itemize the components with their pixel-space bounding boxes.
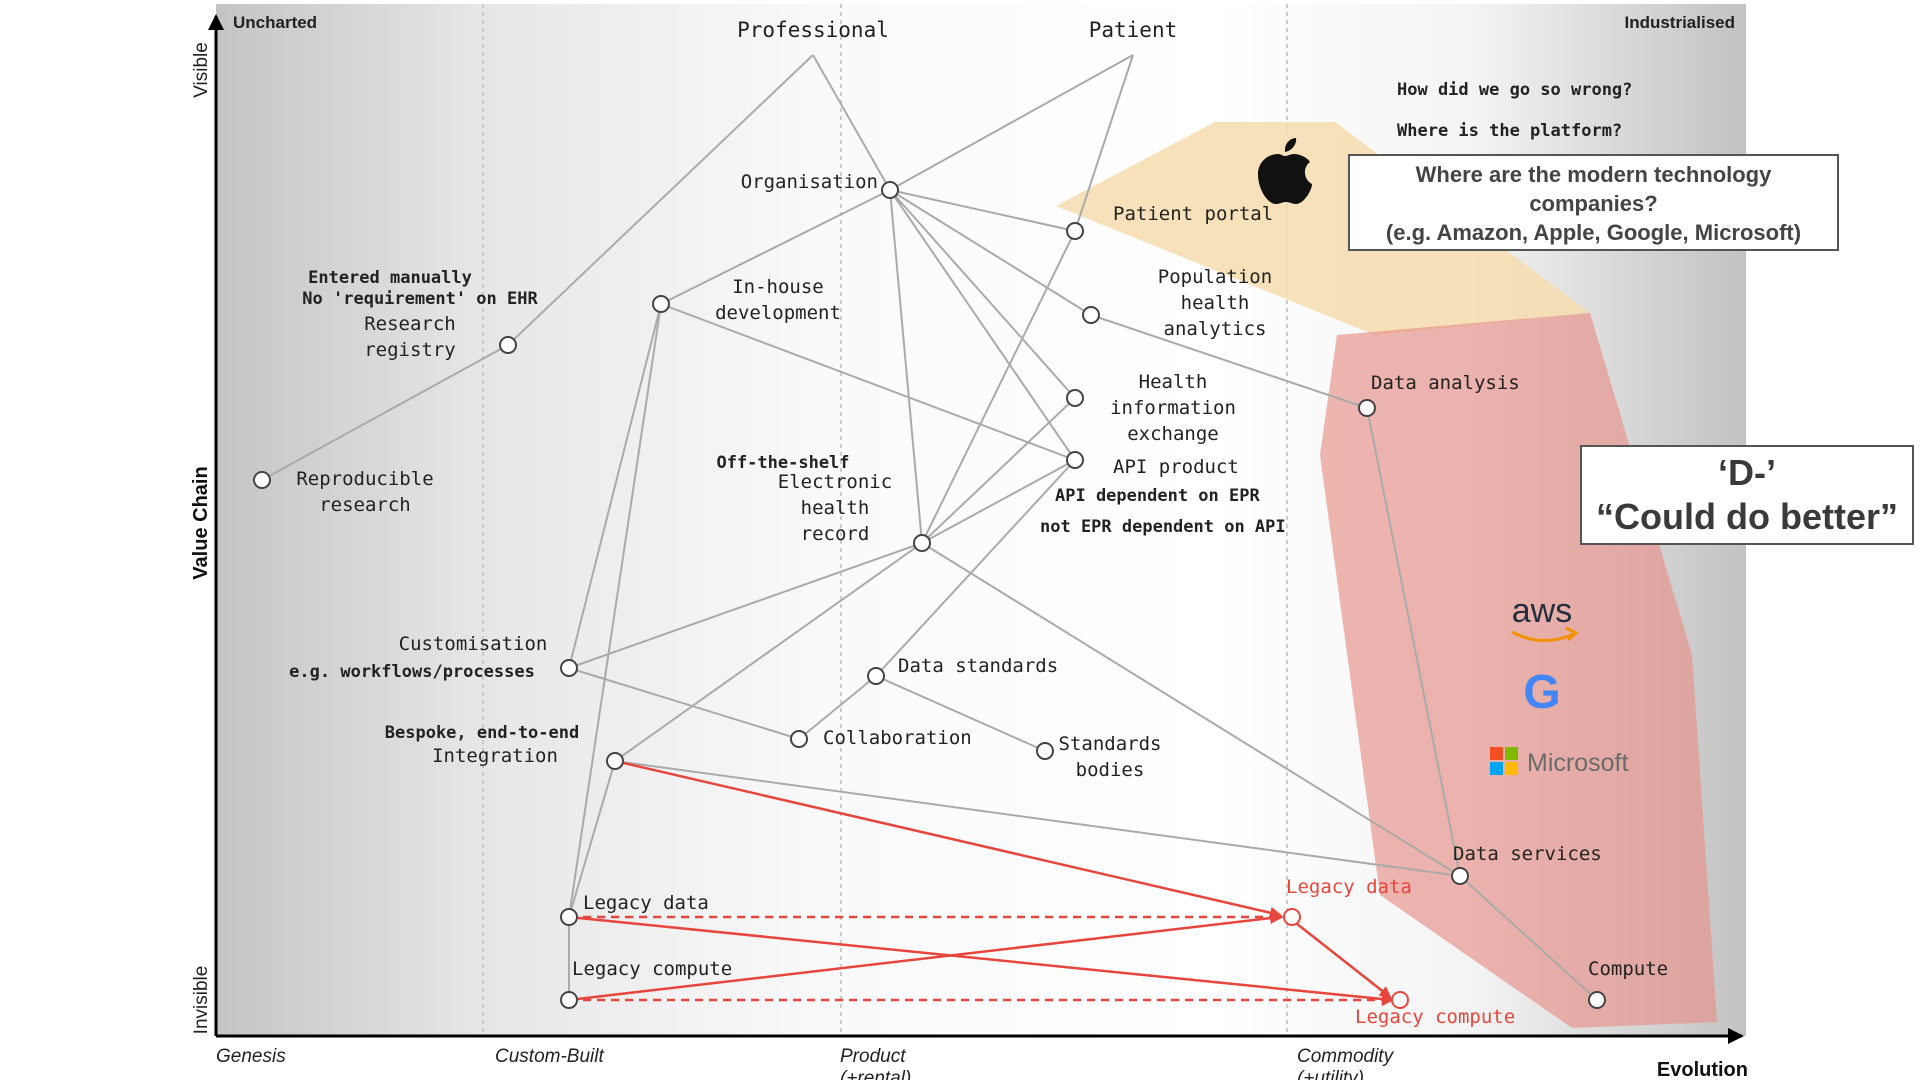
stage-product: Product [840,1046,906,1067]
label-data-analysis: Data analysis [1371,372,1520,394]
label-standards-bodies-2: bodies [1076,759,1145,781]
label-reproducible-1: Reproducible [296,468,433,490]
component-labels: Organisation Patient portal Population h… [289,171,1668,980]
x-axis-label: Evolution [1657,1059,1748,1080]
svg-text:Microsoft: Microsoft [1527,749,1628,777]
node-standards-bodies [1036,742,1054,760]
stage-product-sub: (+rental) [840,1068,911,1080]
label-research-registry-1: Research [364,313,456,335]
node-data-standards [867,667,885,685]
label-organisation: Organisation [741,171,878,193]
node-population-health [1082,306,1100,324]
label-research-note-1: Entered manually [308,268,472,288]
question-1: How did we go so wrong? [1397,80,1632,100]
node-legacy-data-moved [1283,908,1301,926]
component-nodes [253,181,1606,1009]
label-population-health-1: Population [1158,266,1272,288]
node-integration [606,752,624,770]
microsoft-logo: Microsoft [1490,747,1628,777]
label-ehr-2: health [801,497,870,519]
label-standards-bodies-1: Standards [1059,733,1162,755]
label-inhouse-2: development [715,302,841,324]
node-patient-portal [1066,222,1084,240]
label-legacy-compute-moved: Legacy compute [1355,1006,1515,1028]
grade-line-2: “Could do better” [1596,496,1898,537]
label-ehr-1: Electronic [778,471,892,493]
label-patient-portal: Patient portal [1113,203,1273,225]
callout-line-3: (e.g. Amazon, Apple, Google, Microsoft) [1385,220,1802,245]
callout-line-2: companies? [1529,191,1658,216]
moved-nodes [1283,908,1409,1009]
svg-text:aws: aws [1512,592,1572,630]
label-api-note-1: API dependent on EPR [1055,486,1260,506]
stage-genesis: Genesis [216,1046,286,1067]
node-research-registry [499,336,517,354]
node-customisation [560,659,578,677]
label-integration: Integration [432,745,558,767]
label-api-product: API product [1113,456,1239,478]
grade-line-1: ‘D-’ [1718,452,1776,493]
label-hie-2: information [1110,397,1236,419]
label-ehr-note: Off-the-shelf [716,453,849,473]
user-professional: Professional [737,18,889,42]
node-reproducible-research [253,471,271,489]
label-customisation: Customisation [399,633,548,655]
stage-labels: Genesis Custom-Built Product (+rental) C… [216,1046,1395,1085]
label-legacy-data-moved: Legacy data [1286,876,1412,898]
y-axis-top: Visible [191,42,212,98]
label-reproducible-2: research [319,494,411,516]
node-compute [1588,991,1606,1009]
stage-commodity: Commodity [1297,1046,1395,1067]
label-integration-note: Bespoke, end-to-end [385,723,579,743]
label-research-registry-2: registry [364,339,456,361]
node-legacy-compute-moved [1391,991,1409,1009]
node-api-product [1066,451,1084,469]
label-data-services: Data services [1453,843,1602,865]
y-axis-label: Value Chain [190,466,212,579]
grade-callout: ‘D-’ “Could do better” [1580,445,1914,545]
user-patient: Patient [1089,18,1178,42]
callout-line-1: Where are the modern technology [1415,162,1772,187]
apple-icon [1258,138,1312,204]
node-inhouse [652,295,670,313]
label-collaboration: Collaboration [823,727,972,749]
label-api-note-2: not EPR dependent on API [1040,517,1286,537]
label-hie-3: exchange [1127,423,1219,445]
modern-tech-callout: Where are the modern technology companie… [1348,154,1839,251]
label-population-health-2: health [1181,292,1250,314]
label-customisation-note: e.g. workflows/processes [289,662,535,682]
node-organisation [881,181,899,199]
dependency-links [261,54,1598,1001]
label-hie-1: Health [1139,371,1208,393]
svg-text:G: G [1523,666,1560,719]
evolution-arrows [568,759,1394,1006]
region-uncharted: Uncharted [233,13,317,32]
apple-zone [1056,122,1590,335]
questions: How did we go so wrong? Where is the pla… [1397,80,1632,141]
label-ehr-3: record [801,523,870,545]
node-data-analysis [1358,399,1376,417]
moved-labels: Legacy data Legacy compute [1286,876,1515,1028]
node-legacy-data [560,908,578,926]
label-data-standards: Data standards [898,655,1058,677]
y-axis-bottom: Invisible [191,966,212,1035]
stage-commodity-sub: (+utility) [1297,1068,1364,1080]
label-inhouse-1: In-house [732,276,824,298]
question-2: Where is the platform? [1397,121,1622,141]
node-data-services [1451,867,1469,885]
label-population-health-3: analytics [1164,318,1267,340]
label-compute: Compute [1588,958,1668,980]
label-legacy-compute: Legacy compute [572,958,732,980]
node-legacy-compute [560,991,578,1009]
google-logo: G [1523,666,1560,719]
label-legacy-data: Legacy data [583,892,709,914]
stage-custom-built: Custom-Built [495,1046,604,1067]
label-research-note-2: No 'requirement' on EHR [302,289,538,309]
region-industrialised: Industrialised [1624,13,1735,32]
aws-logo: aws [1511,592,1579,643]
node-health-info-exchange [1066,389,1084,407]
node-collaboration [790,730,808,748]
node-ehr [913,534,931,552]
